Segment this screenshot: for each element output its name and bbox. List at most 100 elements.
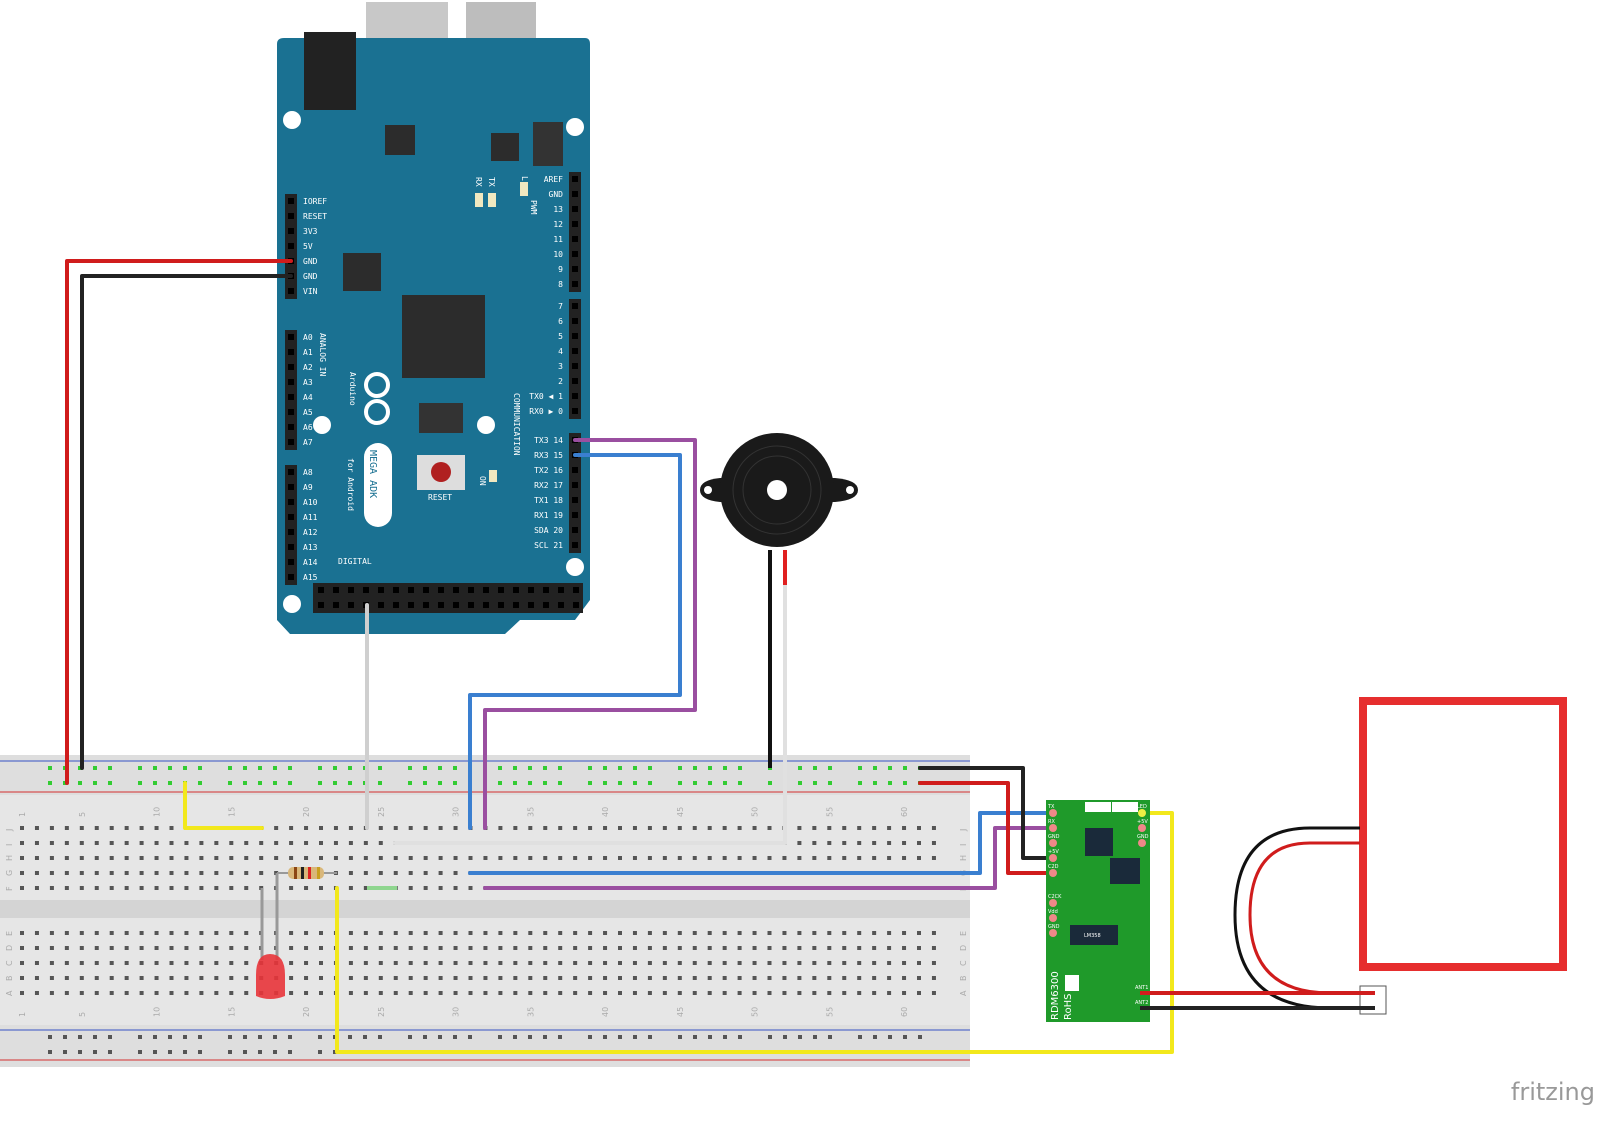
breadboard-hole[interactable]: [408, 856, 413, 860]
breadboard-hole[interactable]: [528, 946, 533, 950]
breadboard-hole[interactable]: [827, 931, 832, 935]
power-rail-hole[interactable]: [198, 1035, 202, 1039]
breadboard-hole[interactable]: [139, 856, 144, 860]
breadboard-hole[interactable]: [363, 991, 368, 995]
breadboard-hole[interactable]: [124, 976, 129, 980]
breadboard-hole[interactable]: [453, 826, 458, 830]
breadboard-hole[interactable]: [229, 961, 234, 965]
breadboard-hole[interactable]: [378, 946, 383, 950]
breadboard-hole[interactable]: [632, 946, 637, 950]
breadboard-hole[interactable]: [64, 946, 69, 950]
breadboard-hole[interactable]: [124, 886, 129, 890]
power-rail-hole[interactable]: [858, 781, 862, 785]
power-rail-hole[interactable]: [288, 781, 292, 785]
header-pin[interactable]: [572, 378, 578, 384]
breadboard-hole[interactable]: [603, 931, 608, 935]
breadboard-hole[interactable]: [199, 931, 204, 935]
breadboard-hole[interactable]: [647, 991, 652, 995]
breadboard-hole[interactable]: [618, 976, 622, 980]
power-rail-hole[interactable]: [408, 781, 412, 785]
breadboard-hole[interactable]: [558, 946, 563, 950]
breadboard-hole[interactable]: [49, 856, 54, 860]
breadboard-hole[interactable]: [603, 991, 608, 995]
breadboard-hole[interactable]: [453, 856, 458, 860]
breadboard-hole[interactable]: [214, 886, 219, 890]
breadboard-hole[interactable]: [348, 991, 353, 995]
breadboard-hole[interactable]: [319, 946, 323, 950]
power-rail-hole[interactable]: [648, 1035, 652, 1039]
header-pin[interactable]: [498, 602, 504, 608]
breadboard-hole[interactable]: [902, 826, 907, 830]
breadboard-hole[interactable]: [872, 991, 877, 995]
power-rail-hole[interactable]: [738, 1035, 742, 1039]
power-rail-hole[interactable]: [813, 1035, 817, 1039]
breadboard-hole[interactable]: [827, 991, 832, 995]
module-pin[interactable]: [1049, 929, 1057, 937]
power-rail-hole[interactable]: [543, 766, 547, 770]
breadboard-hole[interactable]: [154, 886, 159, 890]
breadboard-hole[interactable]: [348, 886, 353, 890]
header-pin[interactable]: [288, 228, 294, 234]
header-pin[interactable]: [333, 587, 339, 593]
breadboard-hole[interactable]: [842, 991, 847, 995]
breadboard-hole[interactable]: [677, 946, 682, 950]
breadboard-hole[interactable]: [154, 946, 159, 950]
breadboard-hole[interactable]: [917, 841, 921, 845]
breadboard-hole[interactable]: [169, 886, 174, 890]
breadboard-hole[interactable]: [737, 976, 742, 980]
breadboard-hole[interactable]: [124, 946, 129, 950]
breadboard-hole[interactable]: [319, 841, 323, 845]
power-rail-hole[interactable]: [228, 1035, 232, 1039]
breadboard-hole[interactable]: [49, 886, 54, 890]
power-rail-hole[interactable]: [228, 1050, 232, 1054]
breadboard-hole[interactable]: [662, 931, 667, 935]
breadboard-hole[interactable]: [782, 946, 787, 950]
header-pin[interactable]: [558, 587, 564, 593]
breadboard-hole[interactable]: [632, 991, 637, 995]
breadboard-hole[interactable]: [154, 961, 159, 965]
header-pin[interactable]: [572, 348, 578, 354]
power-rail-hole[interactable]: [108, 1050, 112, 1054]
power-rail-hole[interactable]: [438, 1035, 442, 1039]
breadboard-hole[interactable]: [528, 826, 533, 830]
power-rail-hole[interactable]: [468, 1035, 472, 1039]
power-rail-hole[interactable]: [258, 1035, 262, 1039]
breadboard-hole[interactable]: [423, 931, 428, 935]
header-pin[interactable]: [288, 574, 294, 580]
breadboard-hole[interactable]: [573, 991, 578, 995]
breadboard-hole[interactable]: [20, 841, 24, 845]
breadboard-hole[interactable]: [244, 946, 249, 950]
header-pin[interactable]: [513, 602, 519, 608]
power-rail-hole[interactable]: [153, 1050, 157, 1054]
breadboard-hole[interactable]: [20, 886, 24, 890]
breadboard-hole[interactable]: [34, 856, 39, 860]
breadboard-hole[interactable]: [199, 991, 204, 995]
breadboard-hole[interactable]: [94, 886, 99, 890]
breadboard-hole[interactable]: [722, 961, 727, 965]
breadboard-hole[interactable]: [393, 871, 398, 875]
breadboard-hole[interactable]: [408, 931, 413, 935]
breadboard-hole[interactable]: [199, 886, 204, 890]
breadboard-hole[interactable]: [169, 841, 174, 845]
breadboard-hole[interactable]: [378, 991, 383, 995]
breadboard-hole[interactable]: [647, 856, 652, 860]
breadboard-hole[interactable]: [94, 991, 99, 995]
breadboard-hole[interactable]: [872, 961, 877, 965]
breadboard-hole[interactable]: [393, 991, 398, 995]
power-rail-hole[interactable]: [363, 1035, 367, 1039]
breadboard-hole[interactable]: [498, 931, 503, 935]
breadboard-hole[interactable]: [737, 991, 742, 995]
power-rail-hole[interactable]: [138, 781, 142, 785]
breadboard-hole[interactable]: [109, 826, 114, 830]
breadboard-hole[interactable]: [513, 931, 518, 935]
power-rail-hole[interactable]: [798, 781, 802, 785]
breadboard-hole[interactable]: [453, 931, 458, 935]
breadboard-hole[interactable]: [887, 856, 892, 860]
breadboard-hole[interactable]: [214, 931, 219, 935]
breadboard-hole[interactable]: [722, 946, 727, 950]
breadboard-hole[interactable]: [363, 931, 368, 935]
breadboard-hole[interactable]: [842, 976, 847, 980]
breadboard-hole[interactable]: [917, 856, 921, 860]
power-rail-hole[interactable]: [708, 766, 712, 770]
power-rail-hole[interactable]: [318, 1050, 322, 1054]
